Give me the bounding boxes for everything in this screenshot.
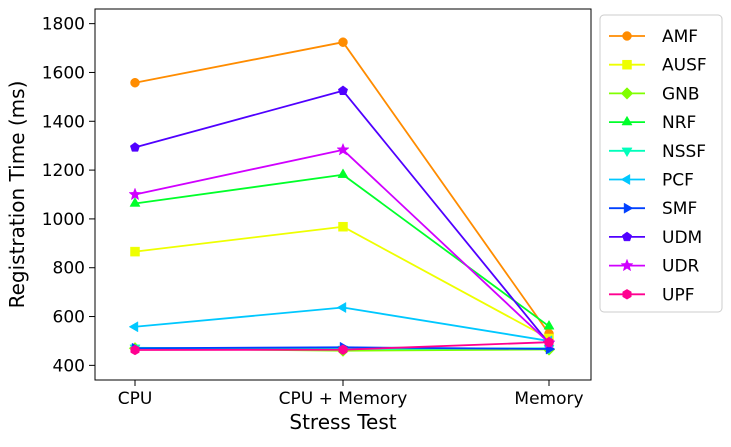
legend-marker (620, 87, 634, 100)
legend-label-smf: SMF (662, 199, 697, 219)
legend: AMF AUSF GNB NRF NSSF PCF SMF UDM UDR UPF (599, 14, 723, 313)
legend-marker (620, 258, 634, 272)
data-point-nrf (543, 319, 555, 330)
legend-label-upf: UPF (662, 285, 694, 305)
legend-marker (620, 173, 631, 186)
y-tick-label: 1400 (42, 112, 85, 132)
legend-label-amf: AMF (662, 27, 698, 47)
legend-marker (622, 59, 632, 70)
legend-entry-udr: UDR (609, 257, 700, 277)
x-tick-label: CPU + Memory (279, 389, 408, 409)
legend-marker (622, 31, 632, 41)
y-tick-label: 800 (53, 259, 85, 279)
data-point-udr (128, 187, 142, 201)
y-tick-label: 1200 (42, 161, 85, 181)
plot-frame (94, 8, 592, 381)
data-point-ausf (130, 246, 140, 257)
legend-entry-nssf: NSSF (609, 142, 706, 162)
data-point-upf (544, 336, 554, 348)
y-tick-label: 400 (53, 356, 85, 376)
legend-marker (621, 147, 633, 158)
series-upf (130, 336, 554, 356)
legend-entry-smf: SMF (609, 199, 697, 219)
legend-entry-pcf: PCF (609, 171, 694, 191)
y-axis-ticks: 400 600 800 1000 1200 1400 1600 1800 (42, 15, 95, 376)
legend-entry-amf: AMF (609, 27, 698, 47)
legend-entry-upf: UPF (609, 285, 694, 305)
data-point-upf (130, 344, 140, 356)
y-tick-label: 1600 (42, 63, 85, 83)
series-group (128, 37, 556, 357)
legend-entry-gnb: GNB (609, 84, 700, 104)
data-point-nrf (129, 197, 141, 207)
data-point-upf (338, 344, 348, 355)
y-tick-label: 1000 (42, 210, 85, 230)
y-tick-label: 600 (53, 308, 85, 328)
x-tick-label: CPU (118, 389, 153, 409)
x-tick-label: Memory (514, 389, 583, 409)
x-axis-ticks: CPU CPU + Memory Memory (118, 380, 584, 409)
legend-label-udm: UDM (662, 228, 702, 248)
legend-label-pcf: PCF (662, 171, 694, 191)
legend-entry-udm: UDM (609, 228, 702, 248)
x-axis-label: Stress Test (289, 410, 396, 434)
legend-marker (621, 231, 633, 242)
legend-marker (621, 115, 633, 126)
legend-label-gnb: GNB (662, 84, 700, 104)
data-point-pcf (128, 321, 139, 333)
legend-label-nrf: NRF (662, 113, 696, 133)
legend-label-nssf: NSSF (662, 142, 706, 162)
data-point-nrf (337, 168, 349, 178)
plot-area (94, 8, 592, 381)
legend-marker (623, 202, 634, 214)
legend-marker (622, 289, 632, 300)
legend-entry-nrf: NRF (609, 113, 696, 133)
series-nrf (129, 168, 555, 330)
data-point-amf (338, 37, 348, 47)
legend-label-ausf: AUSF (662, 56, 707, 76)
data-point-udm (337, 85, 349, 96)
legend-label-udr: UDR (662, 257, 700, 277)
y-axis-label: Registration Time (ms) (5, 81, 29, 309)
data-point-amf (130, 77, 140, 88)
data-point-ausf (338, 221, 348, 232)
y-tick-label: 1800 (42, 15, 85, 35)
legend-entry-ausf: AUSF (609, 56, 707, 76)
data-point-udr (336, 142, 350, 156)
data-point-pcf (336, 302, 347, 314)
data-point-udm (129, 142, 141, 152)
